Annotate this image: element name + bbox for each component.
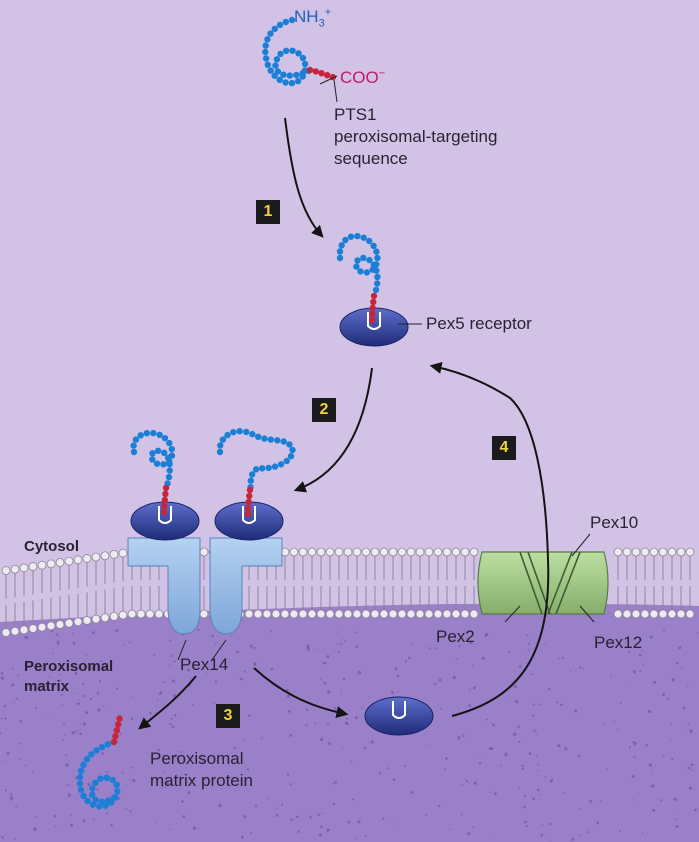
n-terminus-label: NH3+ [294,6,332,30]
arrow-step-2 [293,367,373,493]
protein-chains [76,16,381,810]
protein-chain-docked-left [130,429,176,487]
process-arrows [138,117,550,730]
pex2-label: Pex2 [436,627,475,646]
pex5-receptor-free [339,307,409,347]
pex14-label: Pex14 [180,655,229,674]
step-2-badge: 2 [312,398,336,422]
pex14-complex [127,537,283,661]
step-1-badge: 1 [256,200,280,224]
pts1-signal-bound-top [368,292,378,324]
pex5-receptor-docked-right [214,501,284,541]
pex5-receptor-matrix [364,696,434,736]
n-terminus-subscript: 3 [318,17,325,30]
peroxisomal-matrix-region [0,603,699,842]
product-label-line2: matrix protein [150,771,253,790]
arrow-step-3a [138,675,197,730]
pex2-pex10-pex12-complex [477,533,609,623]
n-terminus-charge: + [324,6,332,19]
c-terminus-charge: − [378,67,386,80]
matrix-speckles [0,628,699,841]
protein-chain-docked-right [216,428,296,491]
pts1-signal-free [306,66,337,81]
protein-chain-free [262,16,312,87]
step-3-badge: 3 [216,704,240,728]
step-4-badge: 4 [492,436,516,460]
c-terminus-base: COO [340,68,379,87]
pts1-desc-line1: peroxisomal-targeting [334,127,498,146]
matrix-label-line1: Peroxisomal [24,658,114,675]
product-label-line1: Peroxisomal [150,749,244,768]
c-terminus-label: COO− [340,67,385,89]
matrix-label-line2: matrix [24,678,70,695]
pts1-label: PTS1 [334,105,377,124]
pex12-label: Pex12 [594,633,643,652]
pts1-signal-docked-left [160,484,170,516]
pex10-label: Pex10 [590,513,639,532]
arrow-step-3b [253,667,349,718]
pts1-signal-matrix [110,715,123,746]
arrow-step-4 [429,362,550,717]
n-terminus-base: NH [294,7,319,26]
pts1-signal-docked-right [244,486,254,518]
pts1-desc-line2: sequence [334,149,408,168]
pex5-receptor-docked-left [130,501,200,541]
cytosol-label: Cytosol [24,538,80,555]
arrow-step-1 [284,117,324,238]
pex5-receptor-label: Pex5 receptor [426,314,532,333]
protein-chain-bound-top [336,232,381,294]
